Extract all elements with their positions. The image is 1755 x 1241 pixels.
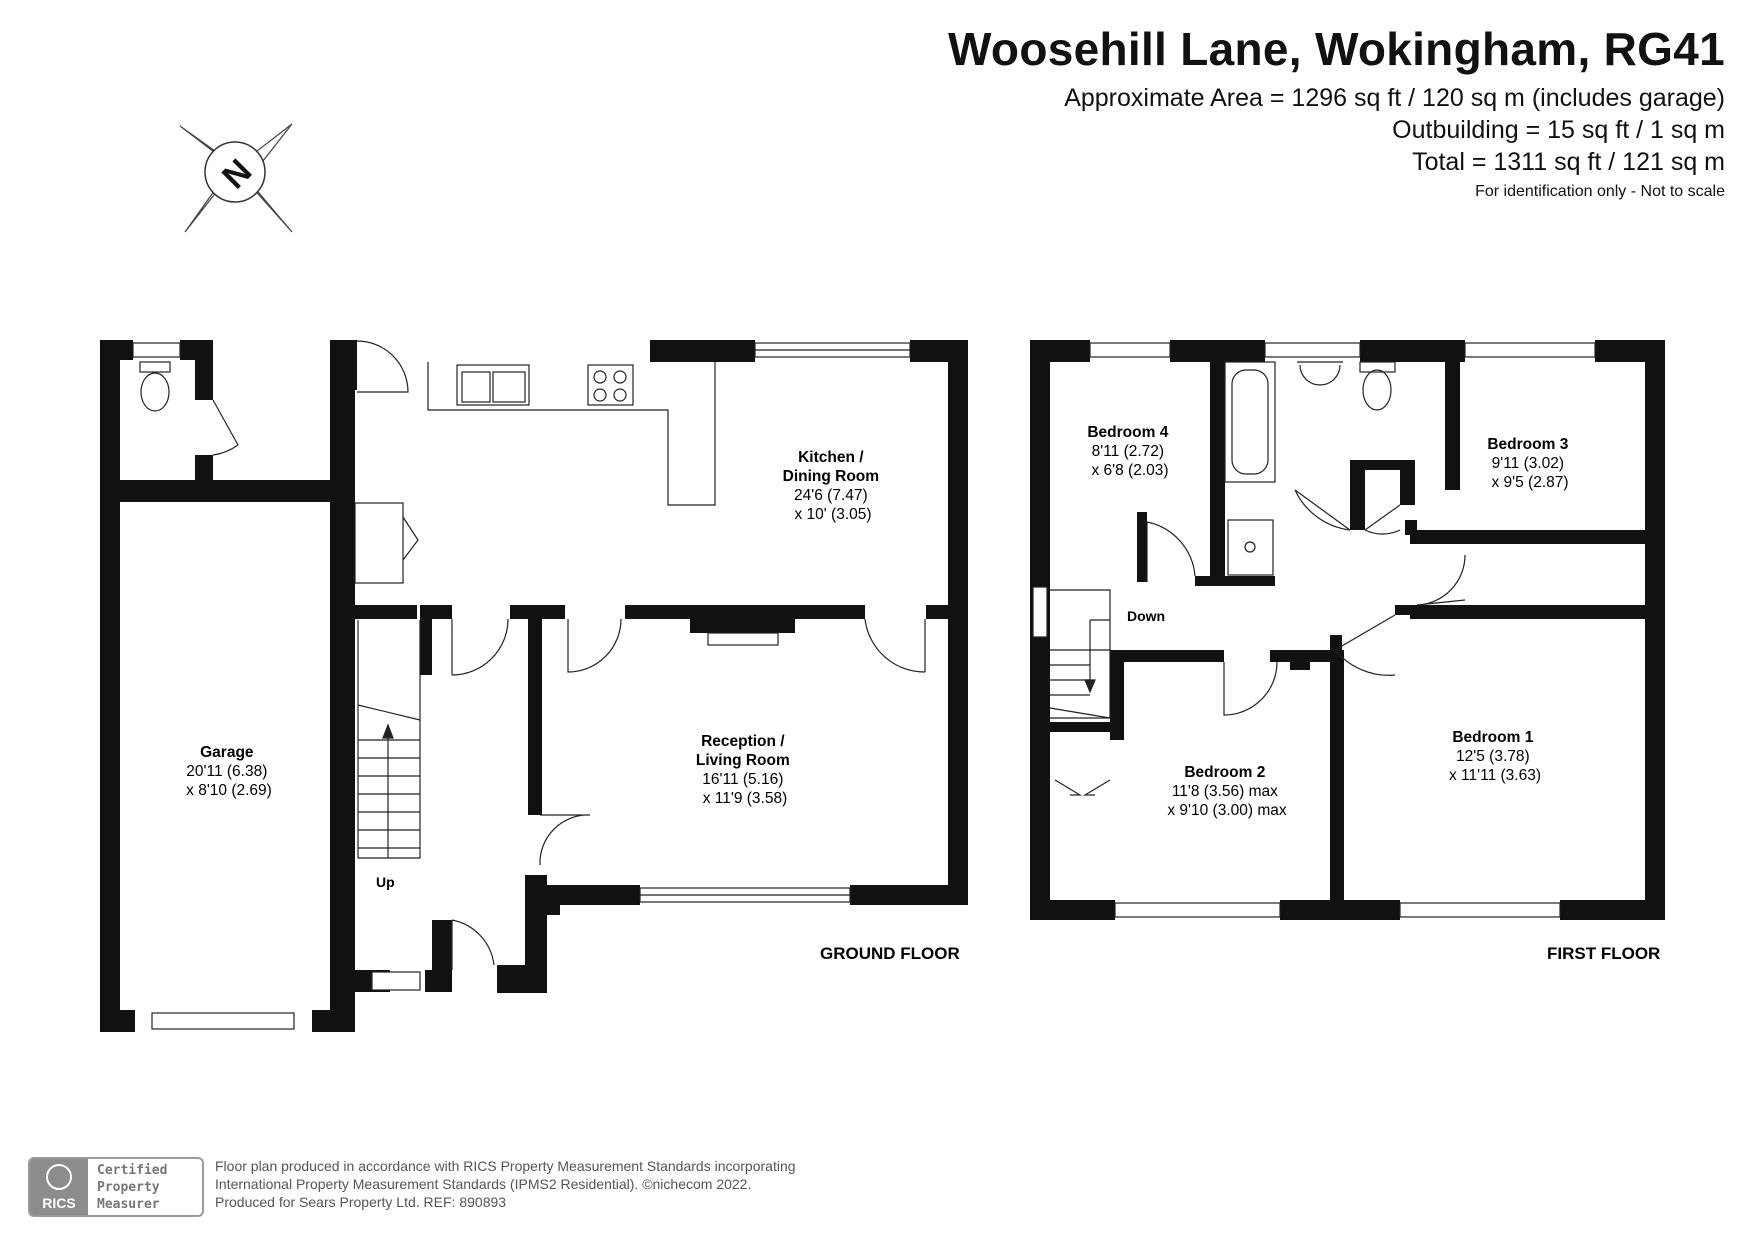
footer-line: Floor plan produced in accordance with R… <box>215 1158 796 1174</box>
compass-rose-icon: N <box>179 123 293 233</box>
footer-line: Produced for Sears Property Ltd. REF: 89… <box>215 1194 507 1210</box>
bedroom-1-label: Bedroom 1 12'5 (3.78) x 11'11 (3.63) <box>1449 729 1541 784</box>
rics-org: RICS <box>42 1195 76 1211</box>
first-floor-fixtures <box>1032 342 1596 918</box>
footer-notes: Floor plan produced in accordance with R… <box>215 1157 796 1211</box>
property-title: Woosehill Lane, Wokingham, RG41 <box>948 23 1725 75</box>
ground-floor-fixtures <box>132 340 926 1030</box>
garage-label: Garage 20'11 (6.38) x 8'10 (2.69) <box>186 744 272 799</box>
total-area: Total = 1311 sq ft / 121 sq m <box>1412 148 1725 176</box>
first-floor-plan <box>1030 340 1665 920</box>
bedroom-4-label: Bedroom 4 8'11 (2.72) x 6'8 (2.03) <box>1087 424 1172 479</box>
kitchen-dining-label: Kitchen / Dining Room 24'6 (7.47) x 10' … <box>783 449 884 523</box>
ground-floor-label: GROUND FLOOR <box>820 944 960 963</box>
badge-line: Measurer <box>97 1197 160 1212</box>
first-floor-label: FIRST FLOOR <box>1547 944 1660 963</box>
bedroom-3-label: Bedroom 3 9'11 (3.02) x 9'5 (2.87) <box>1487 436 1572 491</box>
rics-logo: RICS <box>30 1159 88 1215</box>
area-summary: Approximate Area = 1296 sq ft / 120 sq m… <box>1064 82 1725 178</box>
outbuilding-area: Outbuilding = 15 sq ft / 1 sq m <box>1392 116 1725 144</box>
footer-line: International Property Measurement Stand… <box>215 1176 752 1192</box>
stairs-up-label: Up <box>376 874 395 890</box>
bedroom-2-label: Bedroom 2 11'8 (3.56) max x 9'10 (3.00) … <box>1167 764 1287 819</box>
rics-seal-icon <box>46 1164 72 1190</box>
scale-disclaimer: For identification only - Not to scale <box>1475 183 1725 200</box>
rics-certified-badge: RICS Certified Property Measurer <box>28 1157 204 1217</box>
ground-floor-plan <box>100 340 968 1032</box>
stairs-down-label: Down <box>1127 608 1165 624</box>
badge-line: Property <box>97 1180 160 1195</box>
badge-text: Certified Property Measurer <box>88 1159 167 1215</box>
badge-line: Certified <box>97 1163 168 1178</box>
approximate-area: Approximate Area = 1296 sq ft / 120 sq m… <box>1064 84 1725 112</box>
reception-living-label: Reception / Living Room 16'11 (5.16) x 1… <box>696 733 794 807</box>
